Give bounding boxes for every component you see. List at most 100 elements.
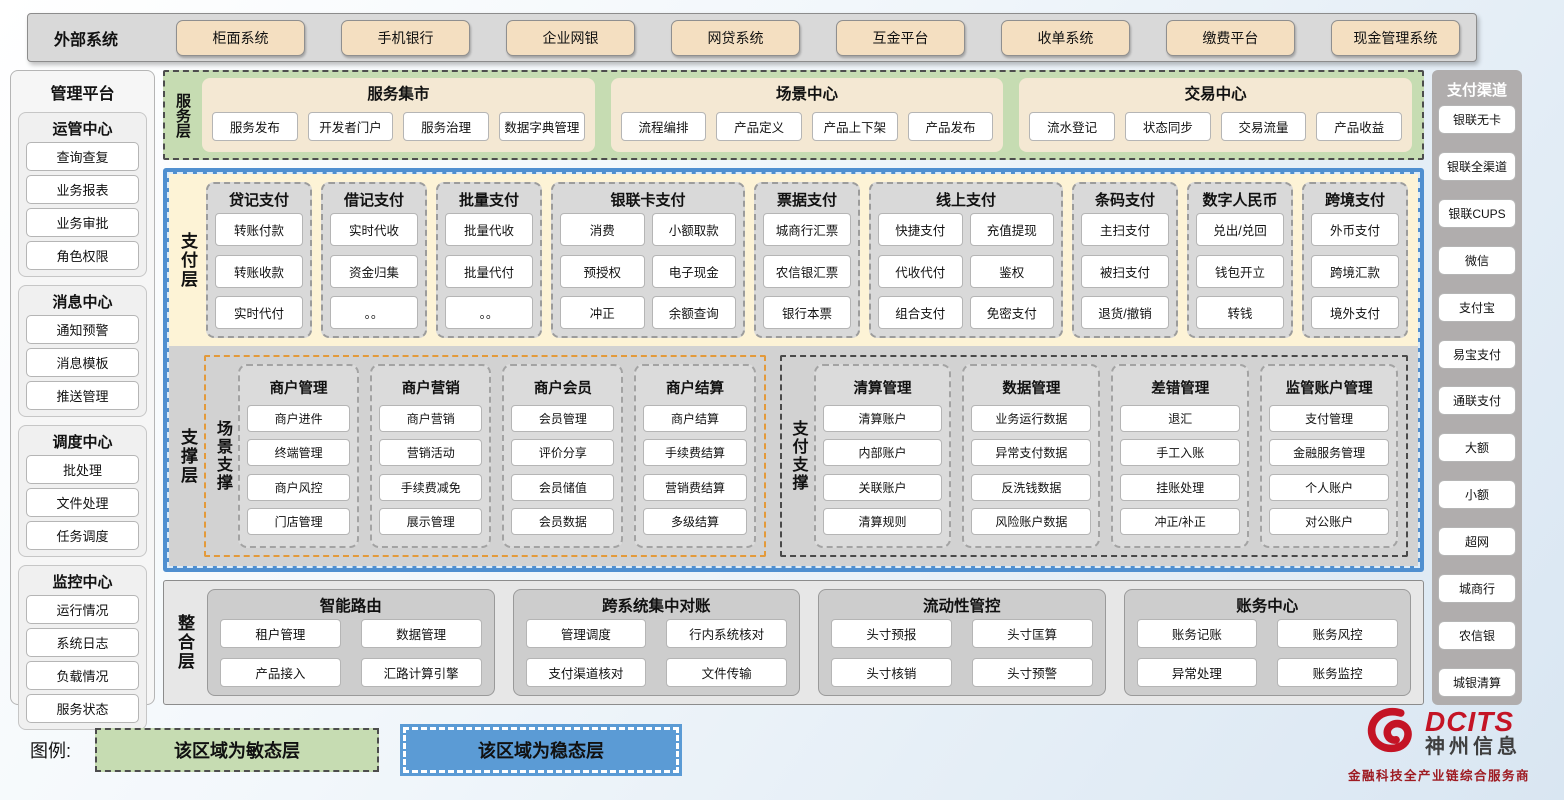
- support-item: 退汇: [1120, 405, 1241, 433]
- support-item: 商户进件: [247, 405, 351, 433]
- integration-panel-title: 智能路由: [319, 598, 382, 615]
- integration-item: 异常处理: [1136, 657, 1258, 687]
- support-section-groups: 清算管理清算账户内部账户关联账户清算规则数据管理业务运行数据异常支付数据反洗钱数…: [813, 364, 1399, 548]
- support-item: 多级结算: [643, 507, 747, 535]
- support-item: 个人账户: [1269, 473, 1390, 501]
- external-system-item: 现金管理系统: [1330, 19, 1460, 56]
- payment-item: 实时代收: [330, 213, 418, 247]
- payment-group-title: 贷记支付: [228, 192, 289, 209]
- payment-item: 冲正: [560, 295, 645, 329]
- support-group: 商户结算商户结算手续费结算营销费结算多级结算: [634, 364, 756, 548]
- mgmt-item: 推送管理: [26, 381, 139, 410]
- payment-group-items: 快捷支付充值提现代收代付鉴权组合支付免密支付: [878, 213, 1054, 329]
- mgmt-group-title: 监控中心: [52, 574, 113, 591]
- service-panel-items: 流水登记状态同步交易流量产品收益: [1029, 106, 1403, 146]
- payment-group-items: 外币支付跨境汇款境外支付: [1311, 213, 1399, 329]
- payment-item: 兑出/兑回: [1196, 213, 1284, 247]
- support-group: 清算管理清算账户内部账户关联账户清算规则: [813, 364, 952, 548]
- service-item: 产品上下架: [812, 111, 898, 141]
- mgmt-item: 业务报表: [26, 175, 139, 204]
- external-system-item: 缴费平台: [1165, 19, 1295, 56]
- external-systems-label: 外部系统: [54, 31, 119, 49]
- payment-channel-item: 银联CUPS: [1438, 198, 1516, 228]
- integration-item: 数据管理: [360, 619, 482, 649]
- integration-panel: 跨系统集中对账管理调度行内系统核对支付渠道核对文件传输: [512, 589, 800, 696]
- payment-group-title: 借记支付: [343, 192, 404, 209]
- payment-item: 电子现金: [651, 254, 736, 288]
- support-item: 支付管理: [1269, 405, 1390, 433]
- payment-item: 快捷支付: [878, 213, 963, 247]
- payment-group-items: 城商行汇票农信银汇票银行本票: [763, 213, 851, 329]
- integration-panel-items: 租户管理数据管理产品接入汇路计算引擎: [220, 618, 482, 688]
- support-item: 手续费减免: [379, 473, 483, 501]
- integration-panel-items: 头寸预报头寸匡算头寸核销头寸预警: [831, 618, 1093, 688]
- support-section-label: 支付支撑: [789, 420, 807, 492]
- payment-layer-groups: 贷记支付转账付款转账收款实时代付借记支付实时代收资金归集。。批量支付批量代收批量…: [206, 182, 1408, 338]
- payment-group: 跨境支付外币支付跨境汇款境外支付: [1302, 182, 1408, 338]
- payment-channel-item: 城银清算: [1438, 667, 1516, 697]
- payment-item: 预授权: [560, 254, 645, 288]
- integration-item: 头寸预报: [831, 619, 952, 649]
- dcits-swoosh-icon: [1357, 704, 1421, 763]
- payment-layer: 支付层 贷记支付转账付款转账收款实时代付借记支付实时代收资金归集。。批量支付批量…: [169, 174, 1418, 346]
- support-group: 商户会员会员管理评价分享会员储值会员数据: [502, 364, 624, 548]
- support-group-title: 商户营销: [401, 381, 460, 398]
- mgmt-item: 服务状态: [26, 694, 139, 723]
- external-system-item: 互金平台: [835, 19, 965, 56]
- support-section-label: 场景支撑: [214, 420, 231, 492]
- payment-item: 小额取款: [651, 213, 736, 247]
- payment-group: 借记支付实时代收资金归集。。: [321, 182, 427, 338]
- payment-group-items: 消费小额取款预授权电子现金冲正余额查询: [560, 213, 736, 329]
- integration-item: 账务风控: [1277, 619, 1398, 649]
- service-item: 流水登记: [1029, 111, 1116, 141]
- integration-panel: 智能路由租户管理数据管理产品接入汇路计算引擎: [207, 589, 495, 696]
- support-item: 门店管理: [247, 507, 351, 535]
- mgmt-item: 查询查复: [26, 142, 139, 171]
- payment-group: 贷记支付转账付款转账收款实时代付: [206, 182, 312, 338]
- support-group: 商户管理商户进件终端管理商户风控门店管理: [238, 364, 360, 548]
- service-item: 数据字典管理: [499, 111, 585, 141]
- payment-item: 钱包开立: [1196, 254, 1284, 288]
- payment-group-title: 批量支付: [458, 192, 519, 209]
- payment-item: 消费: [560, 213, 645, 247]
- content-row: 管理平台 运管中心查询查复业务报表业务审批角色权限消息中心通知预警消息模板推送管…: [10, 70, 1522, 730]
- support-item: 清算账户: [822, 405, 943, 433]
- payment-group: 银联卡支付消费小额取款预授权电子现金冲正余额查询: [551, 182, 745, 338]
- mgmt-item: 运行情况: [26, 595, 139, 624]
- payment-group: 数字人民币兑出/兑回钱包开立转钱: [1187, 182, 1293, 338]
- payment-item: 充值提现: [969, 213, 1054, 247]
- mgmt-group-title: 调度中心: [52, 434, 113, 451]
- service-panel-items: 服务发布开发者门户服务治理数据字典管理: [212, 106, 585, 146]
- support-item: 商户风控: [247, 473, 351, 501]
- payment-group-title: 银联卡支付: [610, 192, 686, 209]
- support-layer-sections: 场景支撑商户管理商户进件终端管理商户风控门店管理商户营销商户营销营销活动手续费减…: [204, 355, 1408, 557]
- support-item: 手工入账: [1120, 439, 1241, 467]
- payment-channel-item: 微信: [1438, 245, 1516, 275]
- payment-item: 组合支付: [878, 295, 963, 329]
- payment-channel-item: 大额: [1438, 433, 1516, 463]
- integration-item: 账务记账: [1136, 619, 1258, 649]
- service-panel: 场景中心流程编排产品定义产品上下架产品发布: [610, 78, 1004, 152]
- integration-panel: 流动性管控头寸预报头寸匡算头寸核销头寸预警: [818, 589, 1106, 696]
- support-item: 风险账户数据: [971, 507, 1092, 535]
- support-layer: 支撑层 场景支撑商户管理商户进件终端管理商户风控门店管理商户营销商户营销营销活动…: [169, 346, 1418, 566]
- dcits-logo-top: DCITS 神州信息: [1357, 704, 1521, 763]
- support-item: 商户结算: [643, 405, 747, 433]
- payment-item: 城商行汇票: [763, 213, 851, 247]
- integration-layer-label: 整合层: [175, 614, 194, 671]
- support-section-groups: 商户管理商户进件终端管理商户风控门店管理商户营销商户营销营销活动手续费减免展示管…: [238, 364, 756, 548]
- mgmt-item: 文件处理: [26, 488, 139, 517]
- payment-item: 银行本票: [763, 295, 851, 329]
- support-item: 业务运行数据: [971, 405, 1092, 433]
- stable-layer-box: 支付层 贷记支付转账付款转账收款实时代付借记支付实时代收资金归集。。批量支付批量…: [163, 168, 1424, 572]
- payment-item: 农信银汇票: [763, 254, 851, 288]
- support-item: 营销费结算: [643, 473, 747, 501]
- payment-item: 转账收款: [215, 254, 303, 288]
- payment-layer-label: 支付层: [178, 231, 197, 289]
- payment-group-title: 线上支付: [935, 192, 996, 209]
- external-system-item: 企业网银: [505, 19, 635, 56]
- service-item: 服务治理: [403, 111, 490, 141]
- mgmt-group-title: 运管中心: [52, 121, 113, 138]
- payment-item: 实时代付: [215, 295, 303, 329]
